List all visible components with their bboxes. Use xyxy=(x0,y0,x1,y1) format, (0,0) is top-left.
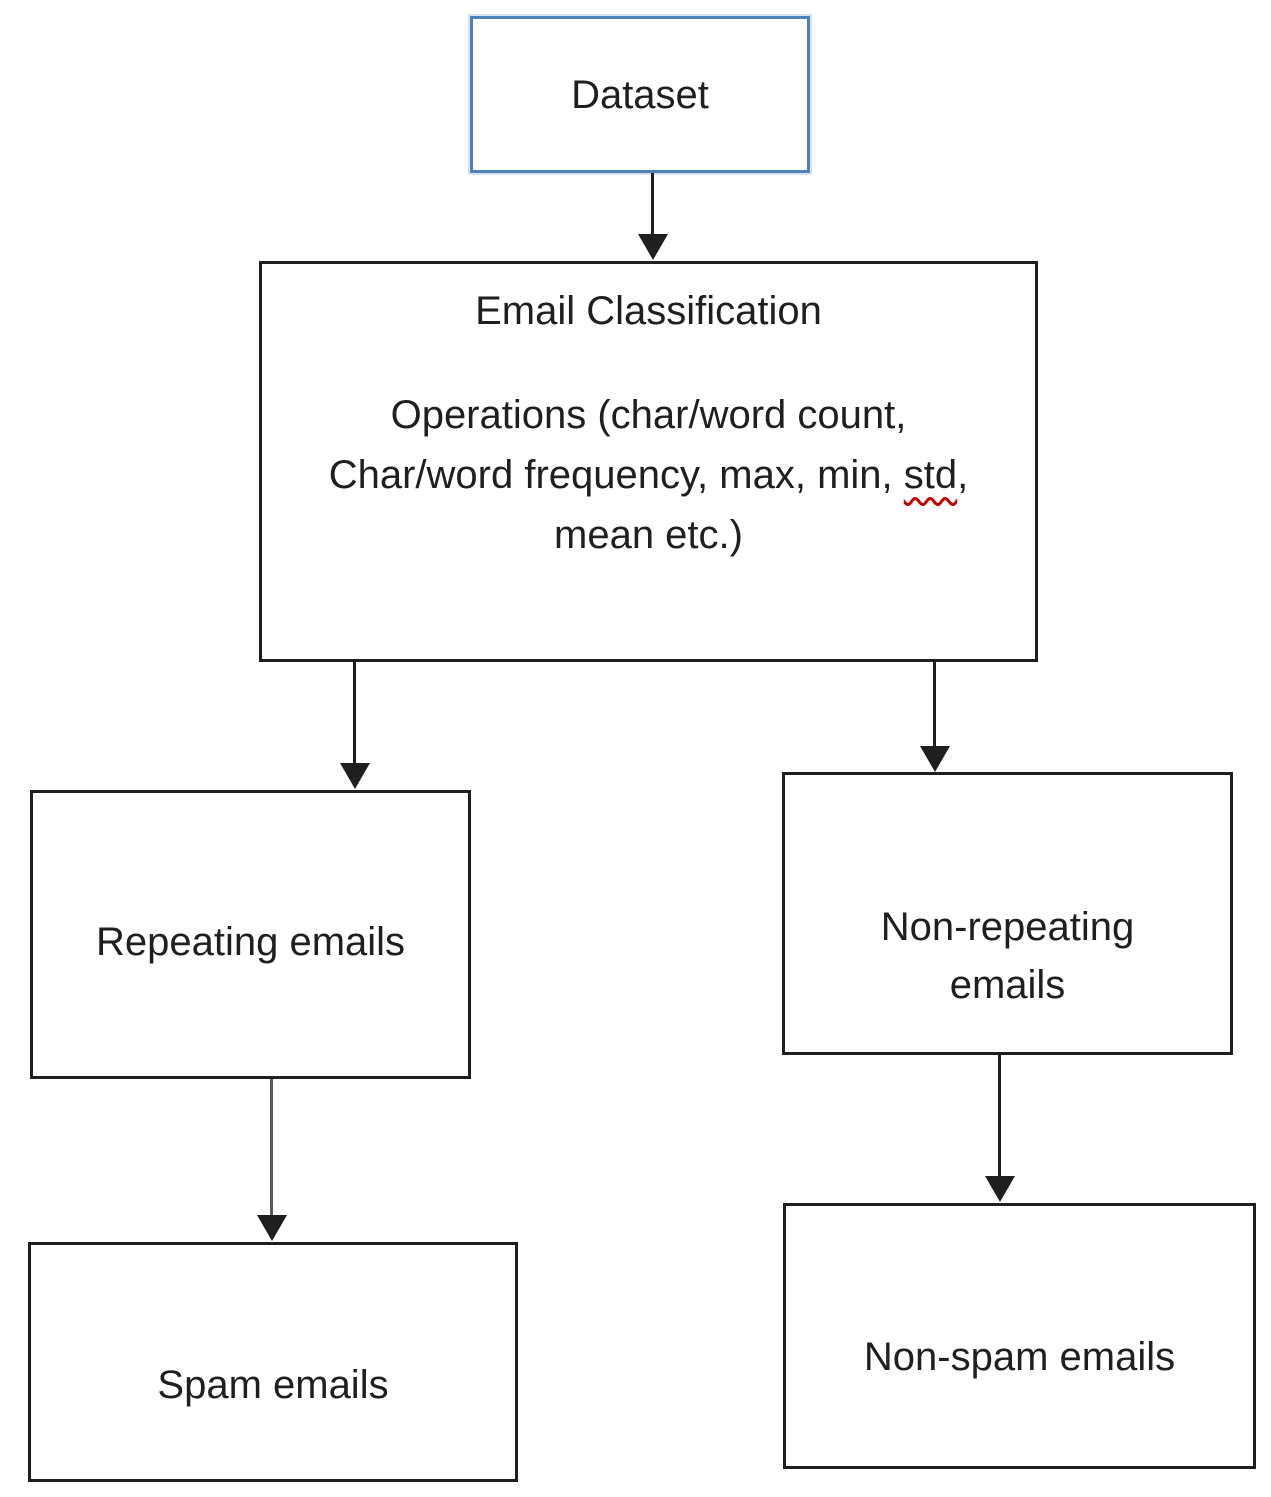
connector-classification-to-repeating-line xyxy=(353,662,356,769)
connector-classification-to-nonrepeating-arrowhead-icon xyxy=(920,746,950,772)
node-spam-emails: Spam emails xyxy=(28,1242,518,1482)
operations-line2-suffix: , xyxy=(957,453,969,497)
connector-repeating-to-spam-line xyxy=(270,1079,273,1221)
node-non-spam-emails-label: Non-spam emails xyxy=(863,1335,1176,1379)
node-email-classification: Email Classification Operations (char/wo… xyxy=(259,261,1038,662)
node-spam-emails-label: Spam emails xyxy=(157,1363,389,1407)
operations-line2: Char/word frequency, max, min, std, xyxy=(329,445,969,505)
node-non-repeating-emails-label-line2: emails xyxy=(949,963,1066,1007)
operations-line2-misspelled-word: std xyxy=(903,453,958,497)
node-repeating-emails: Repeating emails xyxy=(30,790,471,1079)
connector-nonrepeating-to-nonspam-line xyxy=(998,1055,1001,1182)
operations-line2-prefix: Char/word frequency, max, min, xyxy=(328,453,893,497)
node-dataset-label: Dataset xyxy=(571,72,709,117)
node-dataset: Dataset xyxy=(470,16,810,173)
operations-line1: Operations (char/word count, xyxy=(390,393,907,437)
node-non-repeating-emails: Non-repeating emails xyxy=(782,772,1233,1055)
node-non-spam-emails: Non-spam emails xyxy=(783,1203,1256,1469)
connector-nonrepeating-to-nonspam-arrowhead-icon xyxy=(985,1176,1015,1202)
node-email-classification-title: Email Classification xyxy=(475,289,822,333)
connector-dataset-to-classification-arrowhead-icon xyxy=(638,234,668,260)
connector-dataset-to-classification-line xyxy=(651,173,654,240)
connector-classification-to-nonrepeating-line xyxy=(933,662,936,752)
node-repeating-emails-label: Repeating emails xyxy=(95,920,406,964)
operations-line3: mean etc.) xyxy=(554,513,743,557)
node-non-repeating-emails-label-line1: Non-repeating xyxy=(880,905,1135,949)
node-email-classification-operations-text: Operations (char/word count, Char/word f… xyxy=(329,385,969,565)
connector-repeating-to-spam-arrowhead-icon xyxy=(257,1215,287,1241)
connector-classification-to-repeating-arrowhead-icon xyxy=(340,763,370,789)
